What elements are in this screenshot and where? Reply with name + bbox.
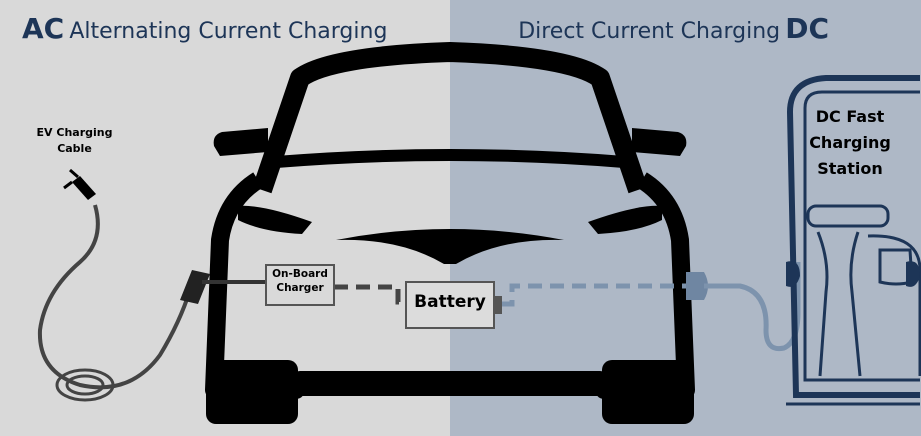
ac-abbreviation: AC xyxy=(22,12,65,45)
dc-station-label: DC Fast Charging Station xyxy=(795,104,905,182)
cable-label-line-1: EV Charging xyxy=(36,126,113,139)
car-roof-outline xyxy=(252,42,648,194)
right-wheel xyxy=(602,360,694,424)
dc-title: Direct Current Charging xyxy=(518,19,781,44)
onboard-label-line-1: On-Board xyxy=(272,268,328,280)
ac-cable-coil-inner xyxy=(65,374,105,396)
right-headlight-icon xyxy=(588,205,662,234)
ac-connector xyxy=(180,270,210,304)
left-mirror-icon xyxy=(213,128,268,156)
onboard-charger-box xyxy=(265,264,335,306)
car-illustration xyxy=(205,42,695,424)
station-label-line-2: Charging xyxy=(809,133,891,152)
plug-icon xyxy=(63,168,96,200)
left-headlight-icon xyxy=(238,205,312,234)
cable-label-line-2: Cable xyxy=(57,142,92,155)
left-wheel xyxy=(206,360,298,424)
windshield-line xyxy=(275,149,625,168)
car-emblem-icon xyxy=(336,229,564,264)
right-mirror-icon xyxy=(632,128,687,156)
ac-header: AC Alternating Current Charging xyxy=(22,12,387,45)
ac-cable-coil xyxy=(55,368,115,402)
car-bumper xyxy=(290,378,610,396)
dc-header: Direct Current Charging DC xyxy=(518,12,829,45)
station-label-line-1: DC Fast xyxy=(815,107,885,126)
ac-cable-line xyxy=(37,204,192,390)
battery-terminal xyxy=(494,296,502,314)
onboard-label-line-2: Charger xyxy=(276,282,324,294)
battery-label: Battery xyxy=(414,292,486,312)
ev-charging-cable-label: EV Charging Cable xyxy=(22,125,127,157)
dc-dashed-wire xyxy=(502,283,686,307)
ac-dashed-wire xyxy=(334,284,407,305)
station-label-line-3: Station xyxy=(817,159,883,178)
onboard-charger-label: On-Board Charger xyxy=(266,267,334,295)
dc-fast-charging-station-icon xyxy=(786,75,921,406)
dc-abbreviation: DC xyxy=(785,12,829,45)
ac-title: Alternating Current Charging xyxy=(69,19,388,44)
dc-connector xyxy=(686,272,708,300)
dc-cable-line xyxy=(704,262,801,352)
